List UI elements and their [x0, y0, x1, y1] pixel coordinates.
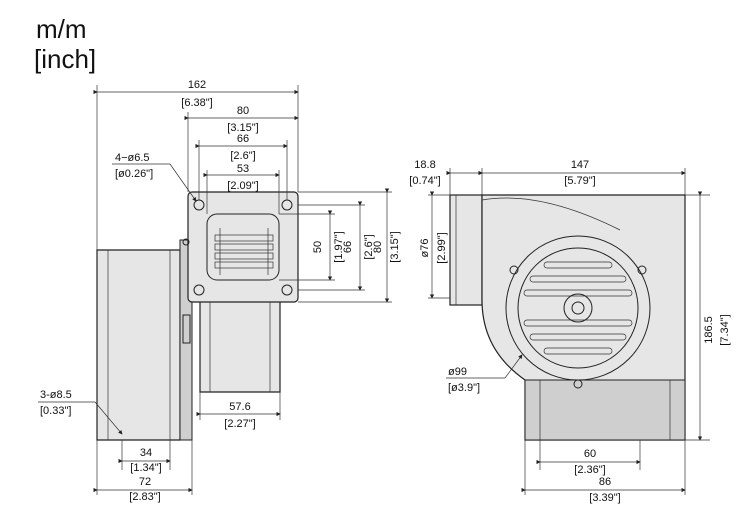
side-dimensions: 18.8 [0.74"] 147 [5.79"] ø76 [2.99"] 186…	[409, 159, 731, 504]
dim-162-mm: 162	[188, 79, 206, 91]
dim-72-in: [2.83"]	[129, 491, 160, 503]
dim-34-mm: 34	[140, 447, 152, 459]
dim-66-mm: 66	[237, 133, 249, 145]
side-view	[449, 194, 686, 441]
dim-66-in: [2.6"]	[230, 150, 255, 162]
fan-grille	[517, 247, 639, 369]
dim-53-mm: 53	[237, 163, 249, 175]
dim-53-in: [2.09"]	[227, 180, 258, 192]
dim-80-in: [3.15"]	[227, 122, 258, 134]
mount-hole-bl	[193, 284, 205, 296]
lower-housing	[199, 299, 281, 393]
dim-v66-mm: 66	[342, 241, 354, 253]
dim-186-in: [7.34"]	[719, 314, 731, 345]
dim-18-mm: 18.8	[414, 159, 435, 171]
screw-icon	[637, 265, 647, 275]
base-foot	[524, 379, 686, 441]
dim-v50-in: [1.97"]	[333, 231, 345, 262]
dim-holes3-mm: 3-ø8.5	[40, 389, 72, 401]
dim-147-mm: 147	[571, 159, 589, 171]
dim-186-mm: 186.5	[703, 316, 715, 344]
front-dimensions: 162 [6.38"] 80 [3.15"] 66 [2.6"] 53 [2.0…	[38, 79, 401, 503]
motor-housing	[96, 249, 181, 441]
dim-80-mm: 80	[237, 105, 249, 117]
dim-inlet-dia-mm: ø76	[419, 239, 431, 258]
dim-34-in: [1.34"]	[130, 462, 161, 474]
grille-slots	[523, 261, 633, 355]
inlet-collar	[449, 194, 483, 306]
dim-fan-dia-in: [ø3.9"]	[448, 382, 480, 394]
dim-147-in: [5.79"]	[564, 175, 595, 187]
unit-metric: m/m	[36, 14, 87, 44]
dim-fan-dia-mm: ø99	[448, 366, 467, 378]
dim-57-mm: 57.6	[229, 401, 250, 413]
dim-86-mm: 86	[599, 476, 611, 488]
outlet-flange	[187, 191, 299, 303]
dim-v80-mm: 80	[372, 241, 384, 253]
dim-holes4-in: [ø0.26"]	[115, 168, 153, 180]
dim-18-in: [0.74"]	[409, 175, 440, 187]
dim-60-mm: 60	[584, 448, 596, 460]
dim-57-in: [2.27"]	[224, 418, 255, 430]
dim-holes4-mm: 4−ø6.5	[115, 152, 150, 164]
dim-holes3-in: [0.33"]	[40, 405, 71, 417]
dim-162-in: [6.38"]	[181, 97, 212, 109]
dim-86-in: [3.39"]	[589, 492, 620, 504]
dim-inlet-dia-in: [2.99"]	[436, 232, 448, 263]
screw-icon	[573, 379, 583, 389]
dim-60-in: [2.36"]	[574, 464, 605, 476]
dim-v50-mm: 50	[312, 241, 324, 253]
dim-v80-in: [3.15"]	[389, 231, 401, 262]
front-view	[96, 191, 299, 441]
dim-v66-in: [2.6"]	[363, 234, 375, 259]
outlet-fins	[214, 228, 274, 275]
unit-imperial: [inch]	[34, 44, 96, 74]
screw-slot	[182, 314, 191, 344]
screw-icon	[509, 265, 519, 275]
mount-hole-br	[281, 284, 293, 296]
fan-hub	[563, 293, 593, 323]
dim-72-mm: 72	[139, 476, 151, 488]
